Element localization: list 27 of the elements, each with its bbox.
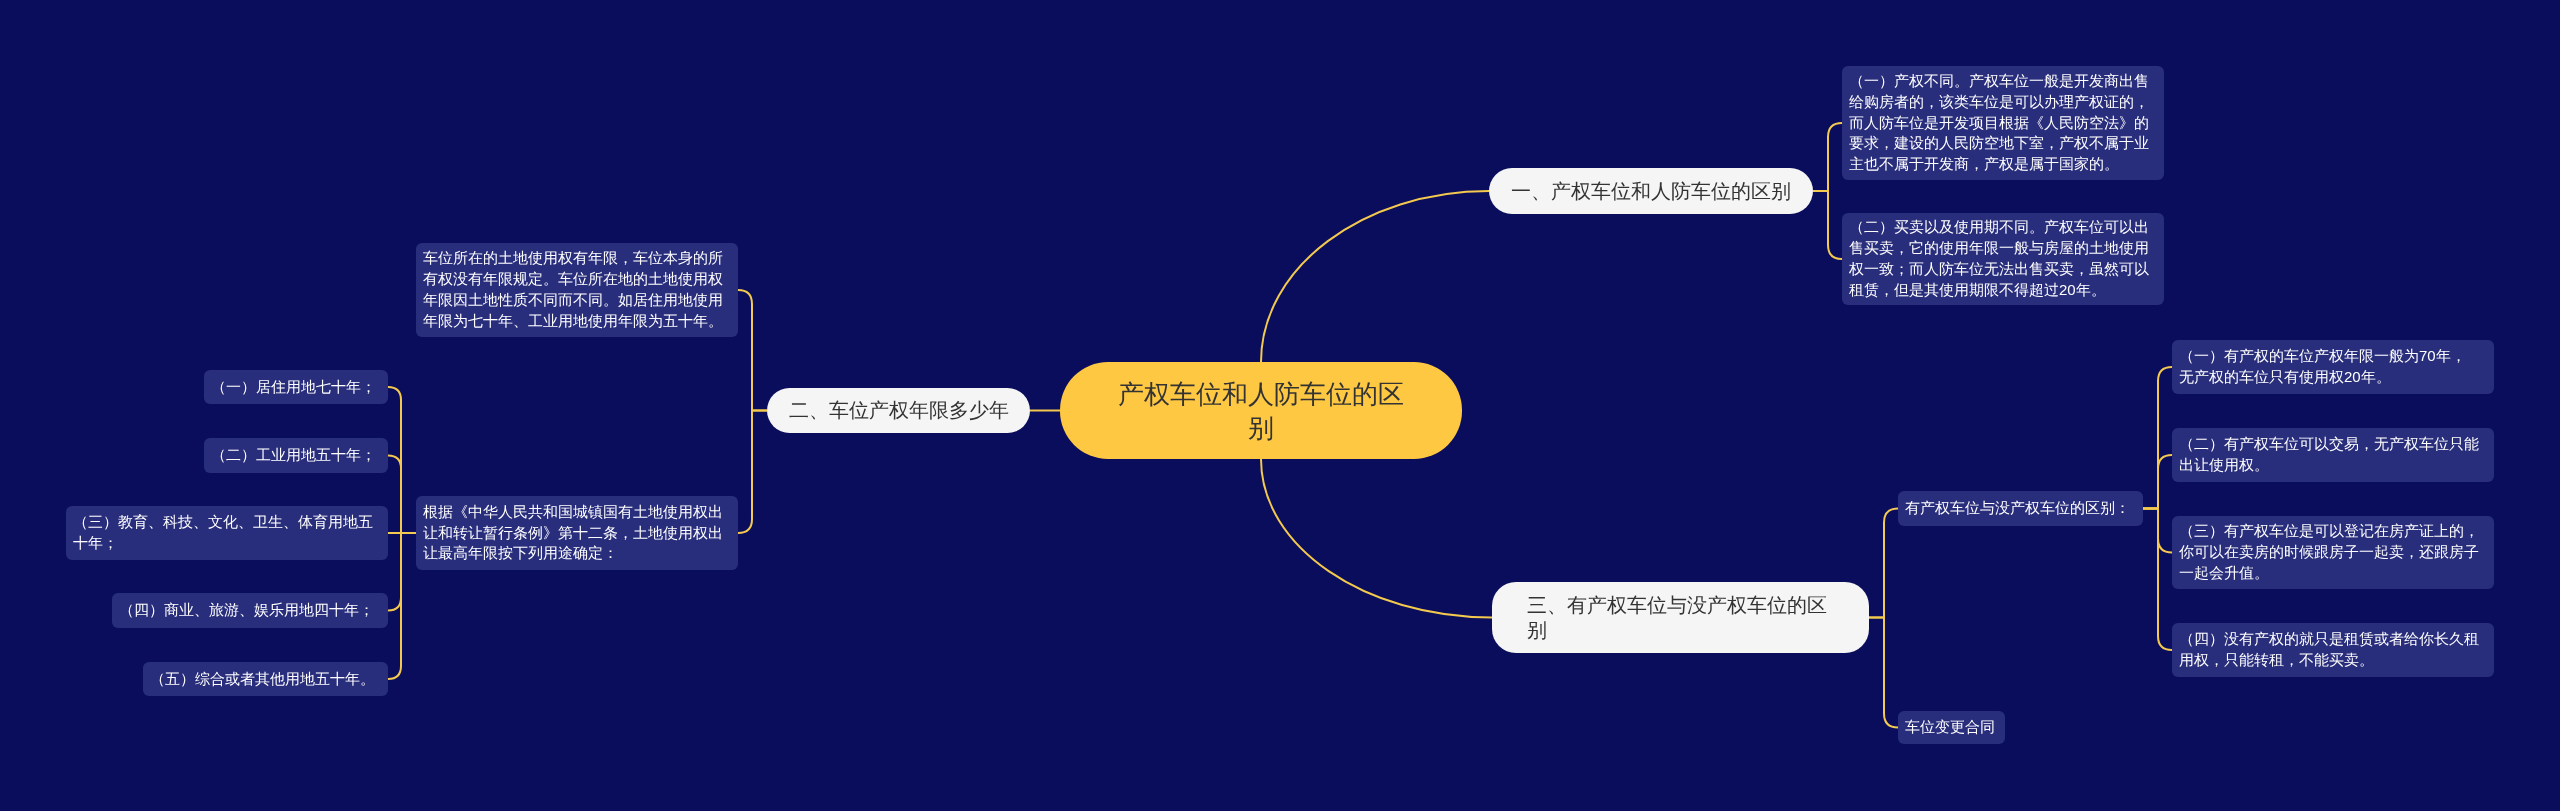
note-box: （二）买卖以及使用期不同。产权车位可以出售买卖，它的使用年限一般与房屋的土地使用权一致；而人防车位无法出售买卖，虽然可以租赁，但是其使用期限不得超过20年。 <box>1842 213 2164 305</box>
connector-line <box>737 409 768 534</box>
branch-topic: 一、产权车位和人防车位的区别 <box>1489 168 1813 214</box>
note-box: （二）有产权车位可以交易，无产权车位只能出让使用权。 <box>2172 428 2494 482</box>
note-box: （三）教育、科技、文化、卫生、体育用地五十年； <box>66 506 388 560</box>
central-topic: 产权车位和人防车位的区别 <box>1060 362 1462 459</box>
note-box: （五）综合或者其他用地五十年。 <box>143 662 388 696</box>
note-box: （一）居住用地七十年； <box>204 370 388 404</box>
note-box: 有产权车位与没产权车位的区别： <box>1898 491 2143 526</box>
note-box: （三）有产权车位是可以登记在房产证上的，你可以在卖房的时候跟房子一起卖，还跟房子一起会升值。 <box>2172 516 2494 589</box>
note-box: 根据《中华人民共和国城镇国有土地使用权出让和转让暂行条例》第十二条，土地使用权出让最高年限按下列用途确定： <box>416 496 738 570</box>
connector-line <box>1260 190 1490 363</box>
note-box: （四）没有产权的就只是租赁或者给你长久租用权，只能转租，不能买卖。 <box>2172 623 2494 677</box>
connector-line <box>2142 507 2173 651</box>
note-box: （一）有产权的车位产权年限一般为70年，无产权的车位只有使用权20年。 <box>2172 340 2494 394</box>
connector-line <box>387 532 417 680</box>
note-box: 车位所在的土地使用权有年限，车位本身的所有权没有年限规定。车位所在地的土地使用权年限因土地性质不同而不同。如居住用地使用年限为七十年、工业用地使用年限为五十年。 <box>416 243 738 337</box>
note-box: （一）产权不同。产权车位一般是开发商出售给购房者的，该类车位是可以办理产权证的，而人防车位是开发项目根据《人民防空法》的要求，建设的人民防空地下室，产权不属于业主也不属于开发商，产权是属于国家的。 <box>1842 66 2164 180</box>
note-box: 车位变更合同 <box>1898 711 2005 744</box>
branch-topic: 二、车位产权年限多少年 <box>767 388 1030 433</box>
connector-line <box>1260 458 1493 619</box>
branch-topic: 三、有产权车位与没产权车位的区别 <box>1492 582 1869 653</box>
connector-line <box>1812 190 1843 260</box>
connector-line <box>1868 616 1899 729</box>
note-box: （二）工业用地五十年； <box>204 438 388 473</box>
note-box: （四）商业、旅游、娱乐用地四十年； <box>112 593 388 628</box>
connector-line <box>1029 409 1061 412</box>
